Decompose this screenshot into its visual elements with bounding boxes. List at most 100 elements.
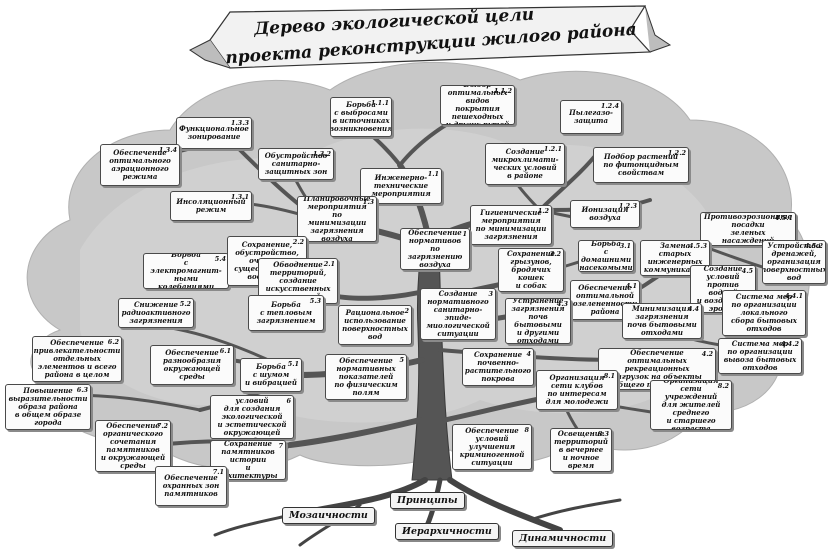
node-text: Инсоляционный режим (176, 197, 246, 214)
node-number: 1 (462, 230, 467, 238)
node-text: Борьба с домашними насекомыми (579, 240, 633, 272)
node-text: Обеспечение оптимального аэрационного ре… (109, 148, 171, 181)
node-text: Обеспечение разнообразия окружающей сред… (163, 348, 221, 381)
node-number: 4.1 (625, 282, 637, 290)
node-number: 1.2.4 (600, 102, 619, 110)
node-text: Сохранение памятников истории и архитект… (218, 440, 278, 480)
node-text: Ионизация воздуха (581, 205, 629, 222)
node-text: Устранение загрязнения почв бытовыми и д… (511, 298, 565, 344)
node-text: Подбор растений по фитонцидным свойствам (603, 152, 679, 177)
node-text: Обеспечение условий для создания экологи… (217, 396, 287, 438)
node-number: 8.2 (717, 382, 729, 390)
node-number: 4.5.1 (774, 214, 793, 222)
node-number: 6 (286, 397, 291, 405)
root-principles: Принципы (390, 492, 465, 509)
node-text: Сохранение почвенно- растительного покро… (464, 350, 532, 383)
node-text: Устройство дренажей, организация поверхн… (762, 241, 826, 282)
node-text: Замена старых инженерных коммуникаций (643, 241, 707, 274)
node-number: 7.1 (212, 468, 224, 476)
node-number: 3.2 (549, 250, 561, 258)
node-number: 1.1 (427, 170, 439, 178)
node-text: Борьба с тепловым загрязнением (256, 300, 316, 325)
node-number: 5 (399, 356, 404, 364)
node-text: Выбор оптимальных видов покрытия пешеход… (445, 86, 510, 125)
node-number: 5.4 (214, 255, 226, 263)
node-number: 5.2 (179, 300, 191, 308)
node-text: Создание микрохлимати- ческих условий в … (491, 147, 559, 180)
root-dynamism: Динамичности (512, 530, 614, 547)
node-text: Борьба с шумом и вибрацией (245, 362, 297, 387)
node-number: 4 (526, 350, 531, 358)
node-text: Пылегазо- защита (569, 108, 613, 125)
node-text: Система мер по организации локального сб… (730, 292, 797, 333)
node-text: Обеспечение привлекательности отдельных … (33, 338, 121, 379)
root-hierarchy: Иерархичности (395, 523, 499, 540)
node-text: Сохранение грызунов, бродячих кошек и со… (506, 249, 556, 290)
node-number: 2 (404, 307, 409, 315)
node-number: 3.1 (619, 242, 631, 250)
node-number: 6.3 (76, 386, 88, 394)
node-text: Освещение территорий в вечернее и ночное… (554, 429, 608, 470)
node-number: 5.3 (309, 297, 321, 305)
node-text: Повышение выразительности образа района … (8, 386, 88, 427)
node-text: Обеспечение органического сочетания памя… (100, 421, 166, 470)
node-number: 1.2.2 (667, 149, 686, 157)
node-number: 1.2.3 (618, 202, 637, 210)
node-number: 7.2 (156, 422, 168, 430)
node-text: Обеспечение оптимальной озелененности ра… (572, 283, 638, 316)
node-text: Минимизация загрязнения почв бытовыми от… (627, 304, 697, 337)
root-mosaic: Мозаичности (282, 507, 375, 524)
node-1-1-2: 1.1.2Выбор оптимальных видов покрытия пе… (440, 85, 515, 125)
node-text: Противоэрозионные посадки зеленых насажд… (703, 212, 793, 245)
node-number: 4.5 (741, 267, 753, 275)
node-text: Организация сети учреждений для жителей … (661, 380, 721, 430)
node-number: 1.1.1 (370, 99, 389, 107)
node-number: 4.3 (556, 300, 568, 308)
node-text: Гигиенические мероприятия по минимизации… (475, 208, 547, 241)
node-text: Создание нормативного санитарно- эпиде- … (426, 289, 490, 338)
node-text: Рациональное использование поверхностных… (342, 308, 408, 341)
node-number: 4.5.2 (804, 242, 823, 250)
node-number: 4.2 (701, 350, 713, 358)
node-number: 8.3 (597, 430, 609, 438)
node-number: 2.1 (323, 260, 335, 268)
node-6: 6Обеспечение условий для создания эколог… (210, 395, 294, 439)
node-number: 1.2 (537, 207, 549, 215)
node-text: Борьба с электромагнит- ными колебаниями (150, 253, 222, 289)
node-number: 3 (488, 290, 493, 298)
node-number: 4.4.2 (780, 340, 799, 348)
node-text: Снижение радиоактивного загрязнения (121, 300, 191, 325)
node-number: 1.3.2 (312, 150, 331, 158)
